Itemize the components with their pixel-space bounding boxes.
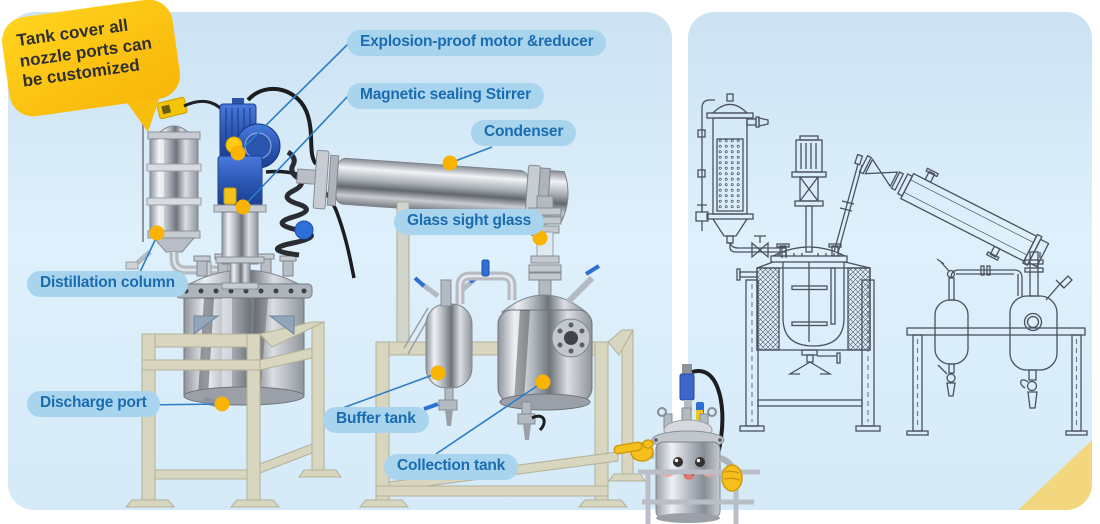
tank-mascot	[613, 364, 760, 524]
distillation-column-photo	[125, 96, 231, 294]
callout-label-explosion-proof-motor: Explosion-proof motor &reducer	[347, 30, 607, 56]
mount-bracket	[268, 315, 295, 335]
drawing-distillation-column	[695, 93, 787, 259]
callout-label-condenser: Condenser	[471, 120, 577, 146]
mascot-gloves	[613, 439, 743, 492]
callout-label-magnetic-sealing-stirrer: Magnetic sealing Stirrer	[347, 83, 544, 109]
equipment-line-drawing	[695, 93, 1092, 510]
drawing-tanks	[906, 251, 1088, 436]
drawing-reactor	[736, 135, 881, 432]
callout-label-distillation-column: Distillation column	[27, 271, 188, 297]
corner-accent	[1018, 440, 1092, 510]
line-drawing-panel	[688, 12, 1092, 510]
u-pipe	[455, 259, 517, 304]
callout-label-collection-tank: Collection tank	[384, 454, 519, 480]
callout-label-glass-sight-glass: Glass sight glass	[394, 209, 545, 235]
callout-label-buffer-tank: Buffer tank	[323, 407, 429, 433]
reactor-stand-front	[124, 321, 325, 508]
magnetic-coupling	[215, 211, 265, 290]
mount-bracket	[193, 315, 220, 335]
drawing-condenser	[858, 154, 1050, 268]
collection-tank-photo	[497, 264, 601, 440]
callout-label-discharge-port: Discharge port	[27, 391, 160, 417]
